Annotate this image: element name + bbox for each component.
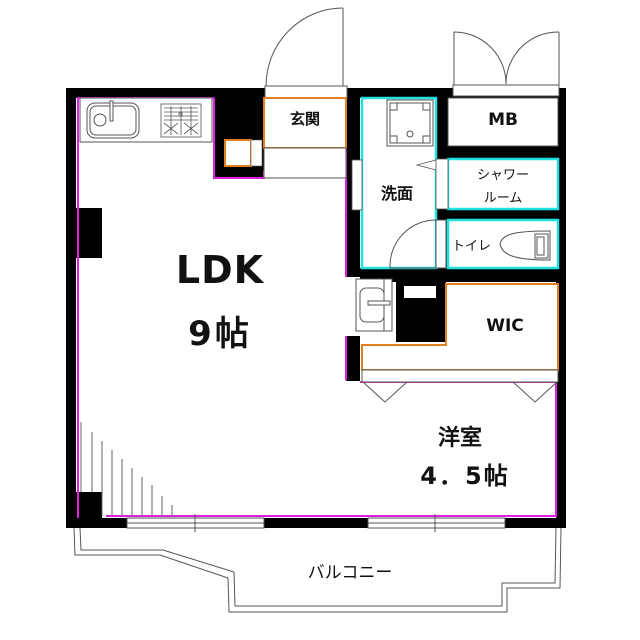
entrance-door-icon — [265, 7, 344, 87]
mb-label: MB — [488, 110, 518, 130]
shower-label-line1: シャワー — [476, 168, 529, 183]
balcony-outline — [73, 527, 562, 613]
washing-machine-pan-icon — [386, 99, 434, 147]
senmen-doorway — [351, 159, 363, 211]
top-openings — [264, 84, 560, 99]
senmen-door-icon — [389, 219, 447, 269]
shower-label-line2: ルーム — [483, 191, 523, 206]
toilet-label: トイレ — [452, 239, 492, 254]
balcony-label: バルコニー — [307, 563, 393, 583]
mb-room — [447, 97, 559, 147]
genkan-label: 玄関 — [289, 110, 320, 128]
genkan-room — [263, 97, 347, 149]
ldk-label: LDK — [175, 248, 265, 292]
hatching-lines — [80, 422, 173, 516]
stove-icon — [160, 103, 202, 138]
shoe-box-door — [250, 139, 263, 167]
yoshitsu-size-label: 4．5帖 — [420, 462, 510, 490]
wic-vent — [404, 286, 436, 298]
kitchen-sink-icon — [86, 100, 140, 139]
senmen-label: 洗面 — [380, 184, 413, 203]
wic-label: WIC — [486, 316, 524, 336]
closet-track — [361, 369, 559, 383]
shoe-box-icon — [224, 139, 252, 167]
closet-folding-door-icon — [362, 381, 558, 403]
sliding-window-icon — [126, 514, 506, 532]
shower-room — [446, 157, 560, 211]
mb-double-door-icon — [453, 31, 560, 85]
toilet-icon — [499, 230, 551, 261]
genkan-step — [263, 147, 347, 179]
ldk-size-label: 9帖 — [188, 314, 252, 354]
shower-doorway — [435, 158, 449, 210]
wash-basin-icon — [355, 278, 393, 332]
yoshitsu-label: 洋室 — [437, 426, 482, 451]
